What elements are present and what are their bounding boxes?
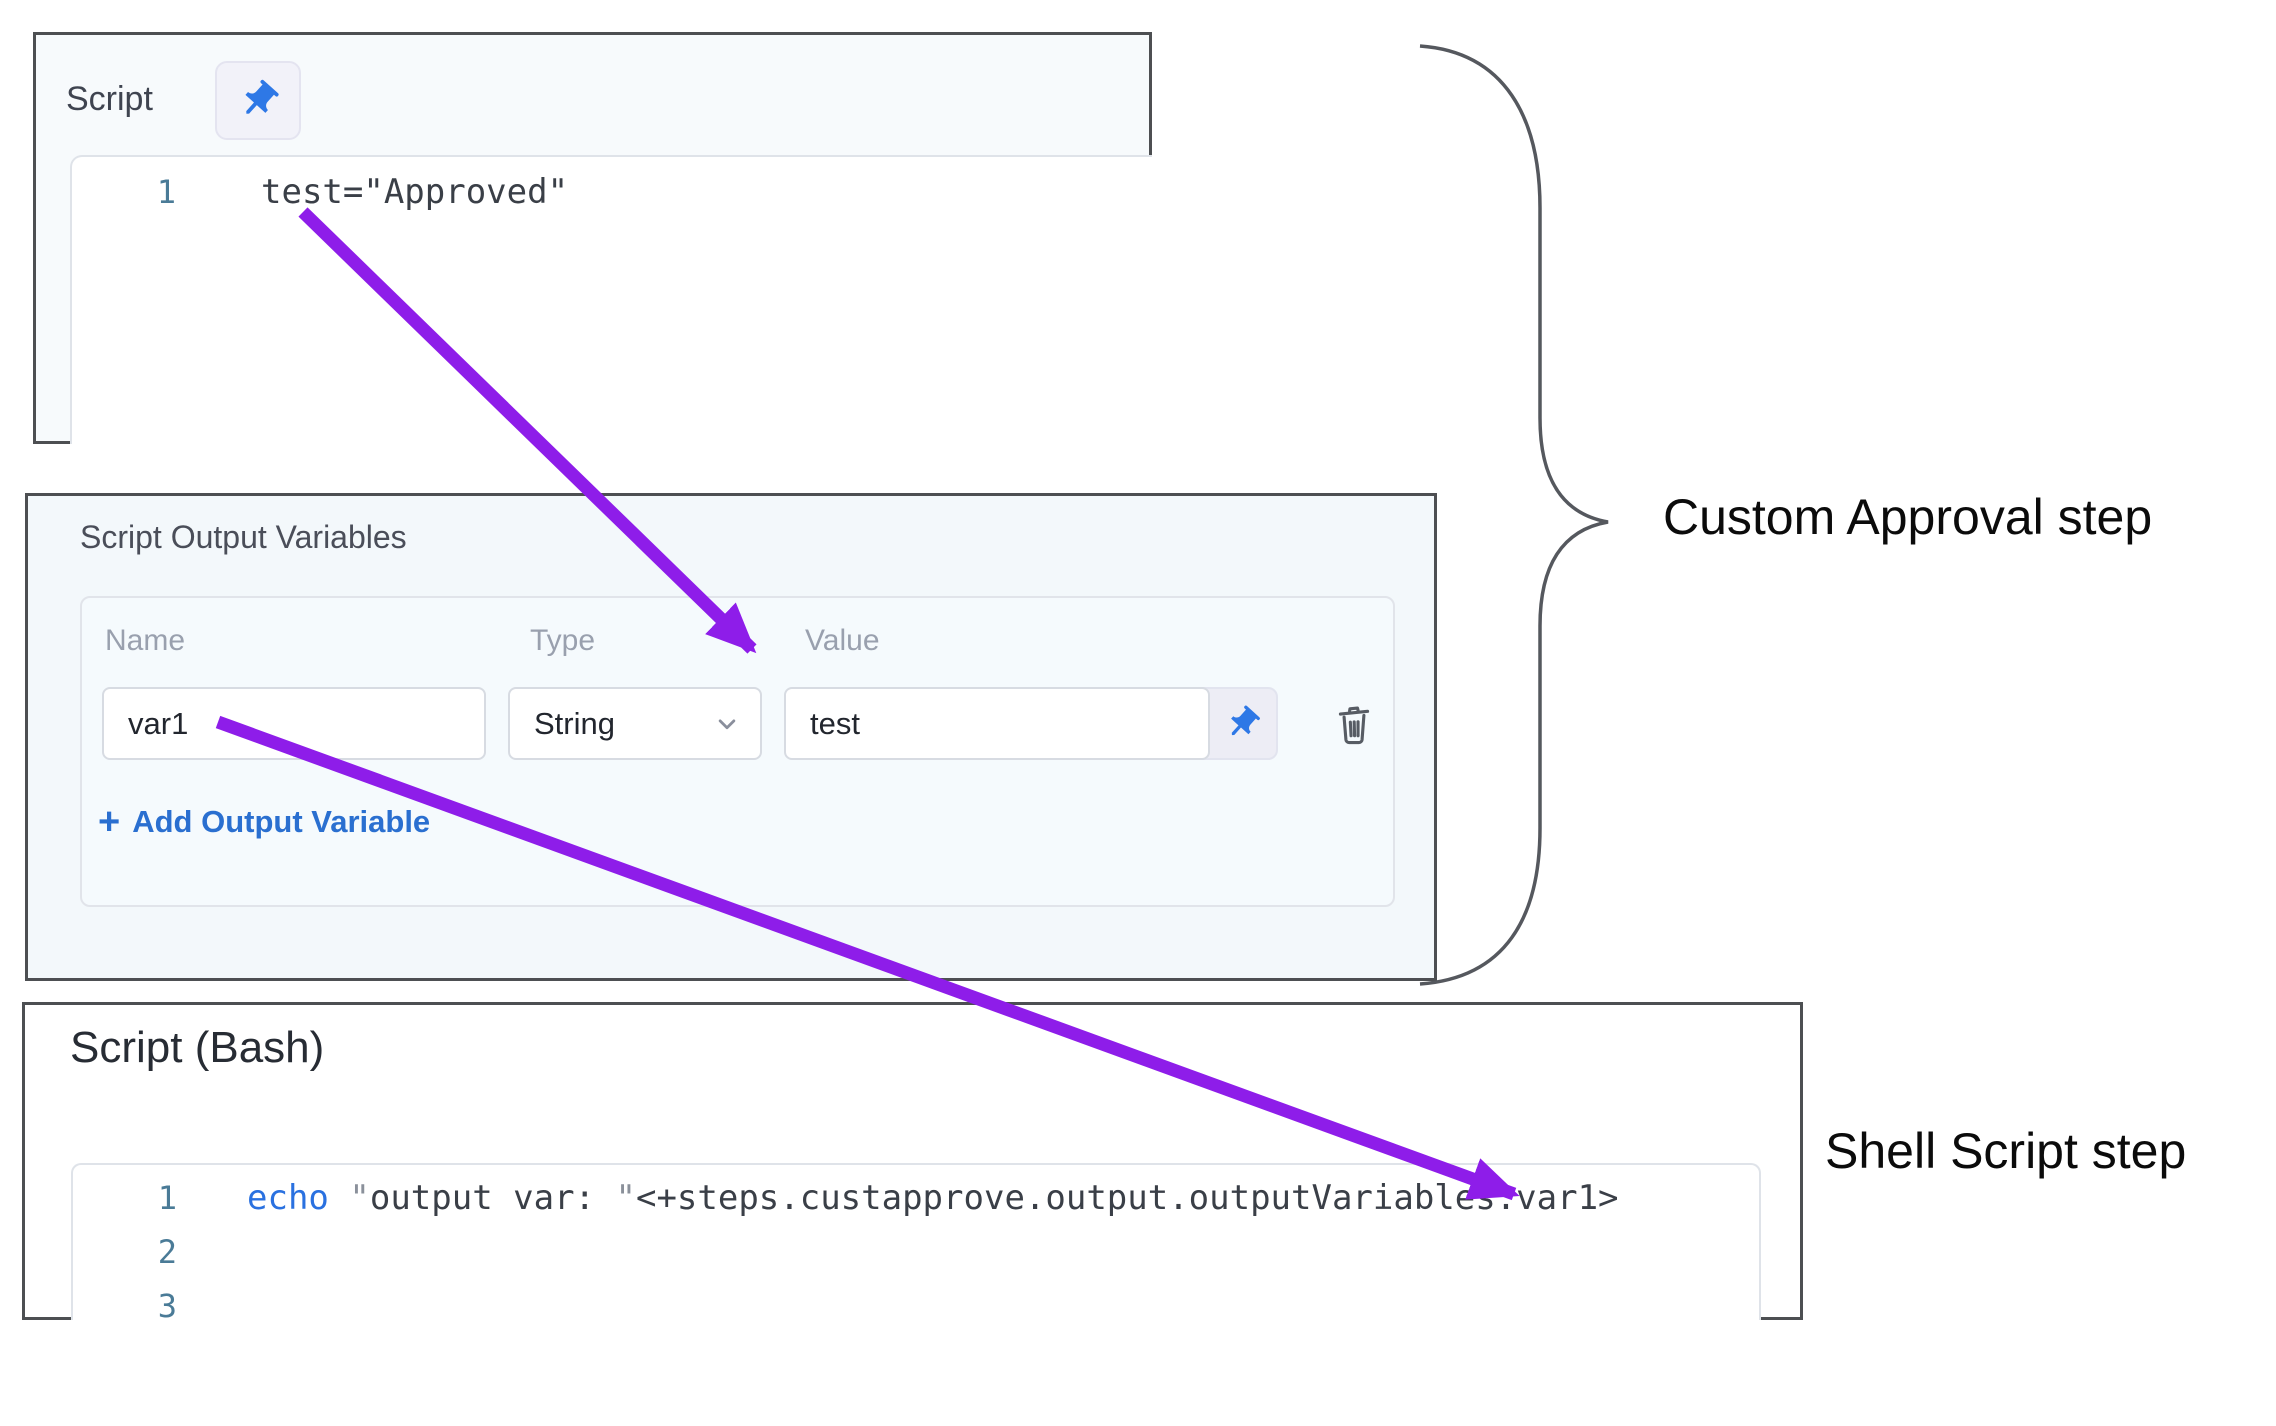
bash-code-line-1: echo "output var: "<+steps.custapprove.o…	[247, 1178, 1619, 1218]
open-quote: "	[349, 1178, 370, 1218]
line-number: 2	[157, 1233, 177, 1271]
line-number: 1	[157, 1179, 177, 1217]
echo-keyword: echo	[247, 1178, 329, 1218]
variable-value-group	[784, 687, 1278, 760]
add-output-variable-link[interactable]: + Add Output Variable	[98, 803, 430, 841]
bash-panel-title: Script (Bash)	[70, 1023, 325, 1072]
output-variables-title: Script Output Variables	[80, 519, 407, 555]
pushpin-icon	[245, 79, 279, 114]
value-column-label: Value	[805, 624, 880, 657]
bash-script-editor[interactable]: 1 echo "output var: "<+steps.custapprove…	[71, 1163, 1761, 1325]
variable-type-select[interactable]: String	[508, 687, 762, 760]
script-output-variables-panel: Script Output Variables Name Type Value …	[25, 493, 1437, 981]
harness-expression: <+steps.custapprove.output.outputVariabl…	[635, 1178, 1619, 1218]
variable-value-input[interactable]	[784, 687, 1210, 760]
approval-script-code: test="Approved"	[261, 172, 569, 212]
script-panel-title: Script	[66, 80, 153, 118]
output-variables-box: Name Type Value String	[80, 596, 1395, 907]
line-number: 3	[157, 1287, 177, 1325]
chevron-down-icon	[718, 719, 736, 729]
custom-approval-step-label: Custom Approval step	[1663, 489, 2153, 545]
type-select-value: String	[534, 705, 615, 741]
trash-icon	[1338, 706, 1370, 745]
code-line: 2	[73, 1225, 1759, 1279]
pin-button[interactable]	[215, 61, 301, 140]
curly-brace	[1419, 44, 1609, 986]
type-column-label: Type	[530, 624, 596, 657]
delete-variable-button[interactable]	[1330, 696, 1378, 752]
shell-script-step-label: Shell Script step	[1825, 1123, 2187, 1179]
custom-approval-script-panel: Script 1 test="Approved"	[33, 32, 1152, 444]
approval-script-editor[interactable]: 1 test="Approved"	[70, 155, 1152, 444]
code-line: 1 echo "output var: "<+steps.custapprove…	[73, 1171, 1759, 1225]
variable-name-input[interactable]	[102, 687, 486, 760]
code-line: 3	[73, 1279, 1759, 1333]
close-quote: "	[615, 1178, 636, 1218]
string-text: output var:	[369, 1178, 616, 1218]
add-output-variable-label: Add Output Variable	[132, 804, 431, 839]
line-number: 1	[156, 173, 176, 211]
shell-script-panel: Script (Bash) 1 echo "output var: "<+ste…	[22, 1002, 1803, 1325]
pushpin-icon	[1231, 705, 1260, 735]
code-line: 1 test="Approved"	[72, 165, 1152, 219]
value-pin-button[interactable]	[1208, 689, 1276, 758]
plus-icon: +	[98, 801, 121, 843]
name-column-label: Name	[105, 624, 186, 657]
